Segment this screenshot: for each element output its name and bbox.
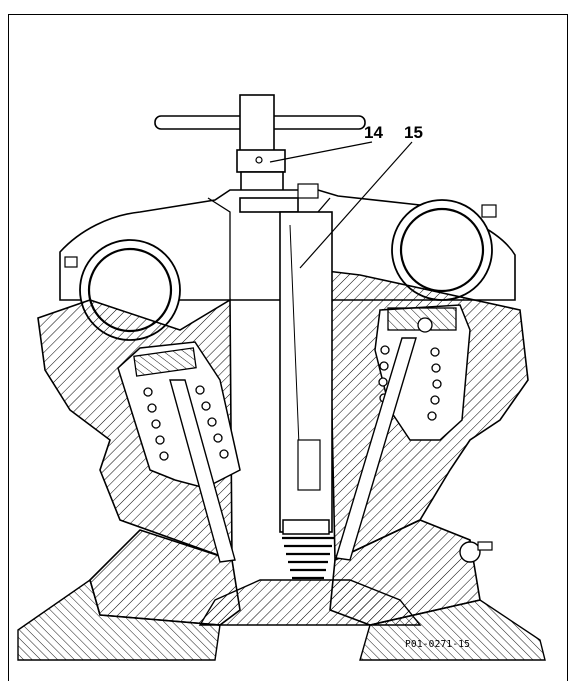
thread: [282, 536, 334, 580]
figure-frame: [8, 14, 568, 681]
right-camshaft: [391, 199, 493, 301]
tool-shaft: [239, 197, 334, 580]
figure-code: P01-0271-15: [405, 639, 471, 650]
callout-15: 15: [404, 123, 423, 142]
side-bolt: [459, 541, 493, 563]
left-valve-spring: [117, 341, 241, 563]
callout-14: 14: [364, 123, 383, 142]
leader-lines: [269, 141, 413, 269]
combustion-chamber: [198, 579, 422, 626]
t-handle: [154, 94, 366, 201]
left-spring-coils: [143, 385, 229, 461]
right-valve-spring: [335, 304, 471, 561]
